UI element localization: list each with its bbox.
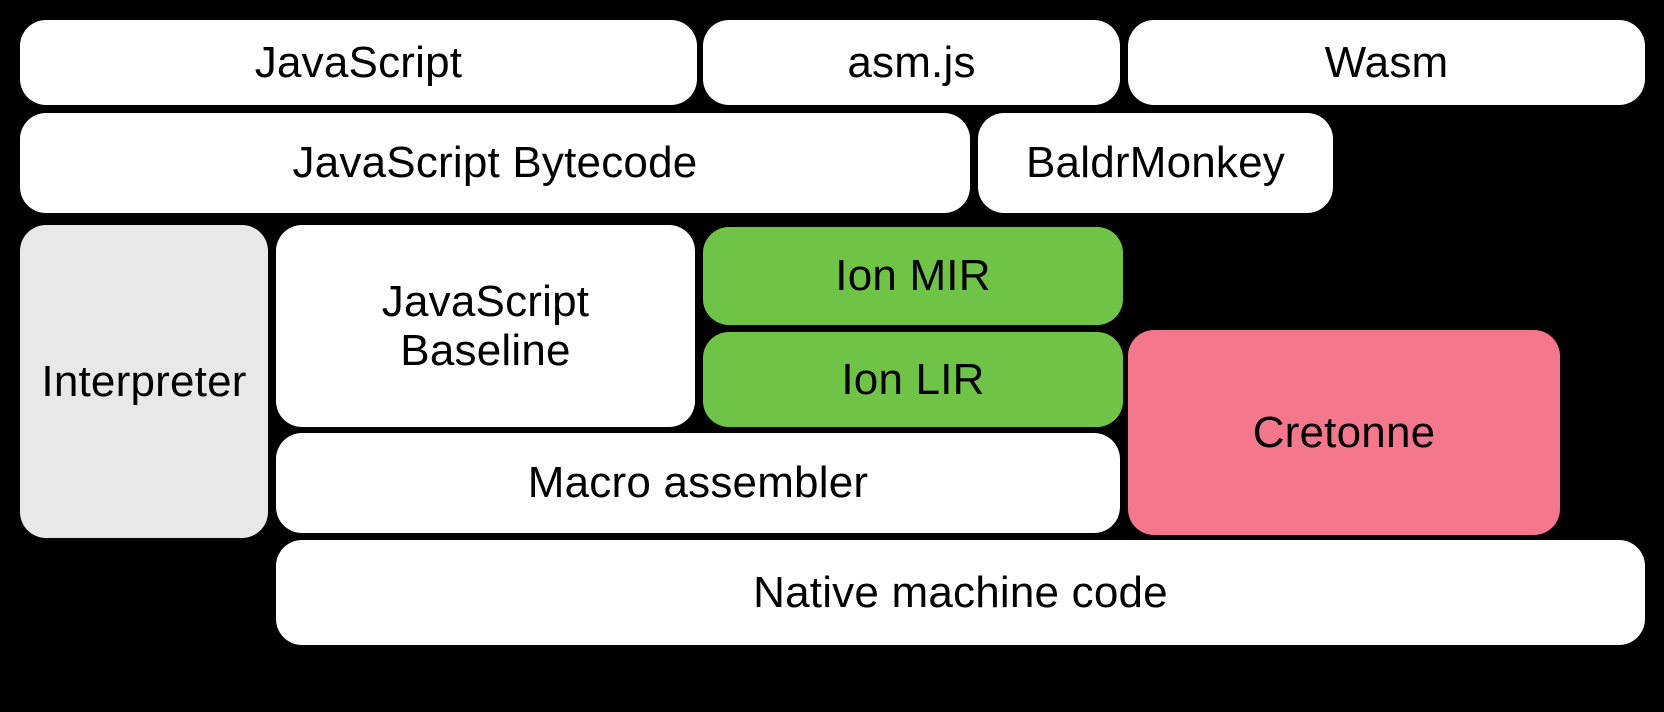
- node-asmjs: asm.js: [703, 20, 1120, 105]
- node-ion-lir-label: Ion LIR: [841, 354, 985, 404]
- node-javascript-bytecode: JavaScript Bytecode: [20, 113, 970, 213]
- node-cretonne-label: Cretonne: [1252, 407, 1436, 457]
- node-ion-mir: Ion MIR: [703, 227, 1123, 325]
- node-baldrmonkey: BaldrMonkey: [978, 113, 1333, 213]
- node-ion-lir: Ion LIR: [703, 332, 1123, 427]
- node-baldrmonkey-label: BaldrMonkey: [1026, 138, 1285, 188]
- node-macro-assembler: Macro assembler: [276, 433, 1120, 533]
- node-asmjs-label: asm.js: [847, 37, 976, 87]
- node-javascript-baseline-label: JavaScript Baseline: [381, 276, 590, 375]
- node-javascript-bytecode-label: JavaScript Bytecode: [292, 138, 698, 188]
- node-macro-assembler-label: Macro assembler: [527, 458, 869, 508]
- node-wasm-label: Wasm: [1324, 37, 1449, 87]
- node-javascript-label: JavaScript: [254, 37, 463, 87]
- node-javascript: JavaScript: [20, 20, 697, 105]
- node-native-machine-code-label: Native machine code: [753, 567, 1168, 617]
- node-native-machine-code: Native machine code: [276, 540, 1645, 645]
- node-wasm: Wasm: [1128, 20, 1645, 105]
- node-javascript-baseline: JavaScript Baseline: [276, 225, 695, 427]
- node-interpreter-label: Interpreter: [41, 356, 247, 406]
- node-interpreter: Interpreter: [20, 225, 268, 538]
- node-ion-mir-label: Ion MIR: [835, 251, 991, 301]
- node-cretonne: Cretonne: [1128, 330, 1560, 535]
